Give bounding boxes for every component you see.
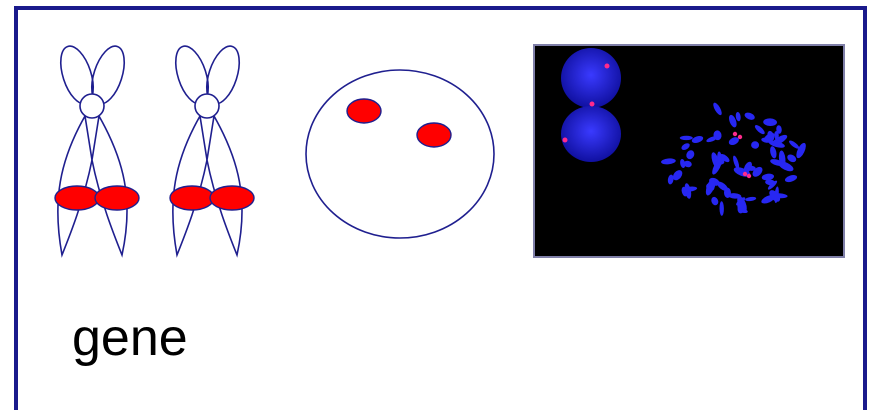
metaphase-chromosome bbox=[761, 173, 774, 181]
metaphase-chromosome bbox=[661, 158, 676, 165]
probe-signal-chromosome-left bbox=[55, 186, 139, 210]
chromosome-right bbox=[169, 42, 245, 255]
metaphase-chromosome bbox=[735, 112, 741, 122]
nucleus-signal-2 bbox=[417, 123, 451, 147]
metaphase-chromosome bbox=[788, 139, 800, 150]
metaphase-chromosome bbox=[712, 101, 724, 116]
metaphase-chromosome bbox=[680, 136, 693, 140]
metaphase-chromosome bbox=[680, 142, 691, 152]
metaphase-chromosome bbox=[784, 174, 798, 184]
metaphase-chromosome bbox=[769, 146, 777, 159]
metaphase-spread-dapi bbox=[661, 101, 808, 215]
metaphase-chromosome bbox=[763, 118, 777, 126]
metaphase-chromosome bbox=[743, 111, 755, 121]
metaphase-chromosome bbox=[691, 135, 704, 144]
nucleus-signal-1 bbox=[347, 99, 381, 123]
interphase-nucleus bbox=[306, 70, 494, 238]
metaphase-chromosome bbox=[719, 201, 724, 216]
metaphase-chromosome bbox=[685, 149, 696, 161]
metaphase-chromosome bbox=[754, 124, 767, 136]
metaphase-chromosome bbox=[745, 196, 757, 202]
metaphase-chromosome bbox=[710, 196, 720, 207]
chromosome-left bbox=[54, 42, 130, 255]
probe-signal-chromosome-right bbox=[170, 186, 254, 210]
gene-caption: gene bbox=[72, 312, 188, 364]
fish-micrograph bbox=[533, 44, 845, 258]
metaphase-chromosome bbox=[786, 153, 798, 164]
metaphase-chromosome bbox=[751, 141, 759, 149]
